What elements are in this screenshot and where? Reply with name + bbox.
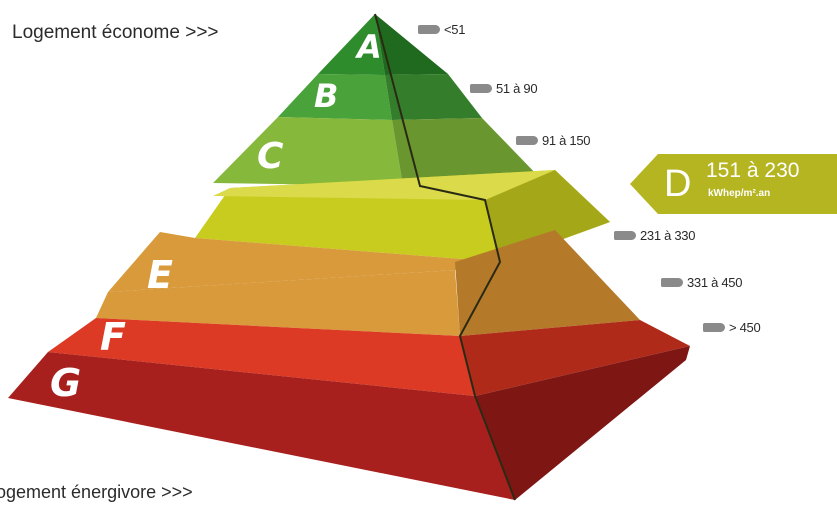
band-f-side (460, 320, 690, 396)
class-letter-g: G (50, 361, 81, 405)
pointer-tag-icon (661, 278, 683, 287)
range-label-f: 331 à 450 (661, 275, 742, 290)
band-e-front (108, 232, 500, 292)
badge-arrow-icon (630, 154, 837, 214)
range-a-text: <51 (444, 22, 466, 37)
range-f-text: 331 à 450 (687, 275, 743, 290)
band-c-side (392, 118, 540, 186)
band-b-front (278, 74, 392, 120)
band-f-front (48, 318, 475, 396)
band-e-side (455, 230, 640, 336)
band-d-side (485, 170, 610, 262)
range-label-e: 231 à 330 (614, 228, 695, 243)
range-label-a: <51 (418, 22, 465, 37)
band-g-side (475, 346, 690, 500)
class-letter-a: A (354, 28, 382, 66)
range-label-b: 51 à 90 (470, 81, 538, 96)
range-b-text: 51 à 90 (496, 81, 538, 96)
economical-housing-caption: Logement économe >>> (12, 22, 219, 43)
pointer-tag-icon (516, 136, 538, 145)
pointer-tag-icon (418, 25, 440, 34)
range-c-text: 91 à 150 (542, 133, 591, 148)
range-e-text: 231 à 330 (640, 228, 696, 243)
class-letter-e: E (147, 253, 173, 297)
current-class-unit: kWhep/m².an (708, 188, 771, 199)
current-class-range: 151 à 230 (706, 159, 800, 182)
class-letter-c: C (257, 136, 284, 177)
range-g-text: > 450 (729, 320, 761, 335)
band-b-side (385, 74, 482, 120)
pointer-tag-icon (614, 231, 636, 240)
class-letter-f: F (100, 315, 126, 359)
band-c-front (213, 117, 403, 186)
band-e-lower (96, 270, 460, 336)
class-letter-b: B (314, 77, 338, 115)
energy-intensive-housing-caption: ogement énergivore >>> (0, 482, 193, 502)
range-label-c: 91 à 150 (516, 133, 591, 148)
band-g-front (8, 352, 515, 500)
pointer-tag-icon (703, 323, 725, 332)
band-a-side (375, 14, 448, 75)
band-d-top (213, 170, 555, 200)
band-a-front (318, 14, 385, 75)
current-class-badge: D 151 à 230 kWhep/m².an (630, 154, 837, 214)
pointer-tag-icon (470, 84, 492, 93)
range-label-g: > 450 (703, 320, 761, 335)
pyramid-ridge-line (374, 13, 516, 501)
current-class-letter: D (664, 163, 692, 205)
